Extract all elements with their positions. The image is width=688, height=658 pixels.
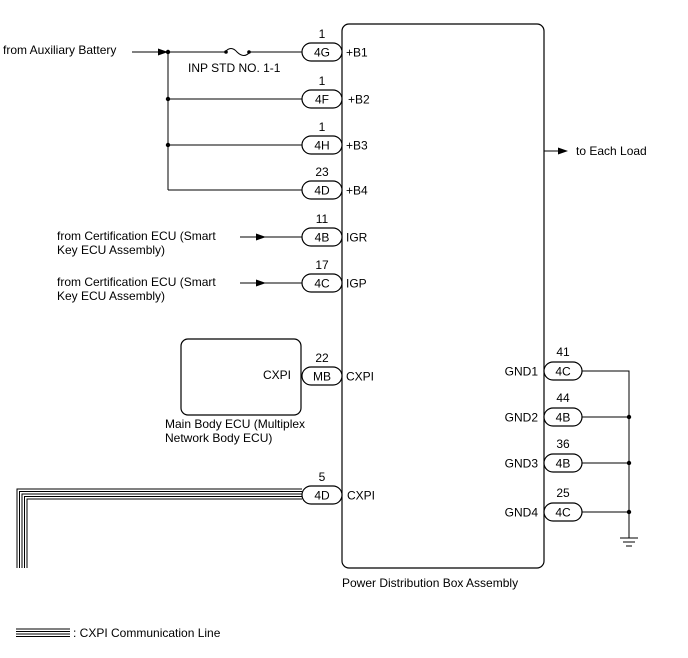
pin-name: +B3 (346, 139, 368, 153)
power-distribution-box-label: Power Distribution Box Assembly (342, 576, 518, 590)
pin-number: 25 (556, 486, 570, 500)
fuse-label: INP STD NO. 1-1 (188, 61, 281, 75)
pin-number: 17 (315, 258, 329, 272)
connector-code: MB (313, 370, 331, 384)
cert-ecu-1-line2: Key ECU Assembly) (57, 243, 165, 257)
pin-number: 1 (319, 27, 326, 41)
power-distribution-box (341, 23, 545, 569)
connector-pill (543, 407, 583, 427)
connector-code: 4G (314, 46, 330, 60)
pin-name: CXPI (346, 370, 374, 384)
pin-number: 41 (556, 345, 570, 359)
pin-name: +B2 (348, 93, 370, 107)
junction-dot (626, 460, 632, 466)
cert-ecu-2-line1: from Certification ECU (Smart (57, 275, 216, 289)
connector-pill (301, 89, 343, 109)
pin-name: CXPI (347, 489, 375, 503)
connector-code: 4C (314, 277, 330, 291)
cxpi-communication-bundle (16, 488, 302, 568)
pin-number: 23 (315, 165, 329, 179)
connector-pill (301, 227, 343, 247)
fuse-icon (224, 48, 251, 56)
connector-pill (301, 366, 343, 386)
fuse-terminal-right (247, 50, 251, 54)
legend-label: : CXPI Communication Line (73, 626, 221, 640)
pin-name: GND1 (505, 365, 539, 379)
aux-battery-label: from Auxiliary Battery (3, 43, 116, 57)
legend-cxpi-line-symbol (16, 628, 70, 637)
pin-name: IGP (346, 277, 367, 291)
ground-symbol-icon (620, 537, 638, 547)
pin-number: 1 (319, 120, 326, 134)
main-body-ecu-label-line2: Network Body ECU) (165, 431, 272, 445)
pin-number: 36 (556, 437, 570, 451)
to-load-arrowhead (558, 147, 568, 155)
pin-name: GND3 (505, 457, 539, 471)
connector-code: 4B (315, 231, 330, 245)
connector-pill (301, 485, 343, 505)
connector-pill (543, 361, 583, 381)
pin-name: GND4 (505, 506, 539, 520)
connector-code: 4H (314, 139, 329, 153)
pin-number: 22 (315, 351, 329, 365)
pin-name: GND2 (505, 411, 539, 425)
pin-number: 1 (319, 74, 326, 88)
junction-dot (626, 414, 632, 420)
pin-number: 5 (319, 470, 326, 484)
connector-code: 4D (314, 184, 330, 198)
junction-dot (626, 509, 632, 515)
connector-code: 4B (556, 457, 571, 471)
connector-pill (543, 453, 583, 473)
connector-pill (543, 502, 583, 522)
main-body-ecu-pin-label: CXPI (263, 368, 291, 382)
main-body-ecu-box (180, 338, 302, 416)
ground-bus (582, 370, 630, 538)
pin-name: +B1 (346, 46, 368, 60)
connector-pill (301, 42, 343, 62)
pin-number: 44 (556, 391, 570, 405)
to-each-load-label: to Each Load (576, 144, 647, 158)
pin-name: +B4 (346, 184, 368, 198)
igp-arrowhead (256, 279, 266, 287)
pin-number: 11 (316, 212, 329, 226)
connector-code: 4C (555, 506, 571, 520)
connector-code: 4F (315, 93, 329, 107)
pin-name: IGR (346, 231, 368, 245)
fuse-terminal-left (224, 50, 228, 54)
aux-battery-arrowhead (158, 48, 168, 56)
connector-pill (301, 273, 343, 293)
junction-dot (165, 49, 171, 55)
connector-code: 4C (555, 365, 571, 379)
cert-ecu-2-line2: Key ECU Assembly) (57, 289, 165, 303)
igr-arrowhead (256, 233, 266, 241)
connector-code: 4D (314, 489, 330, 503)
cert-ecu-1-line1: from Certification ECU (Smart (57, 229, 216, 243)
connector-pill (301, 135, 343, 155)
main-body-ecu-label-line1: Main Body ECU (Multiplex (165, 417, 305, 431)
connector-pill (301, 180, 343, 200)
connector-code: 4B (556, 411, 571, 425)
